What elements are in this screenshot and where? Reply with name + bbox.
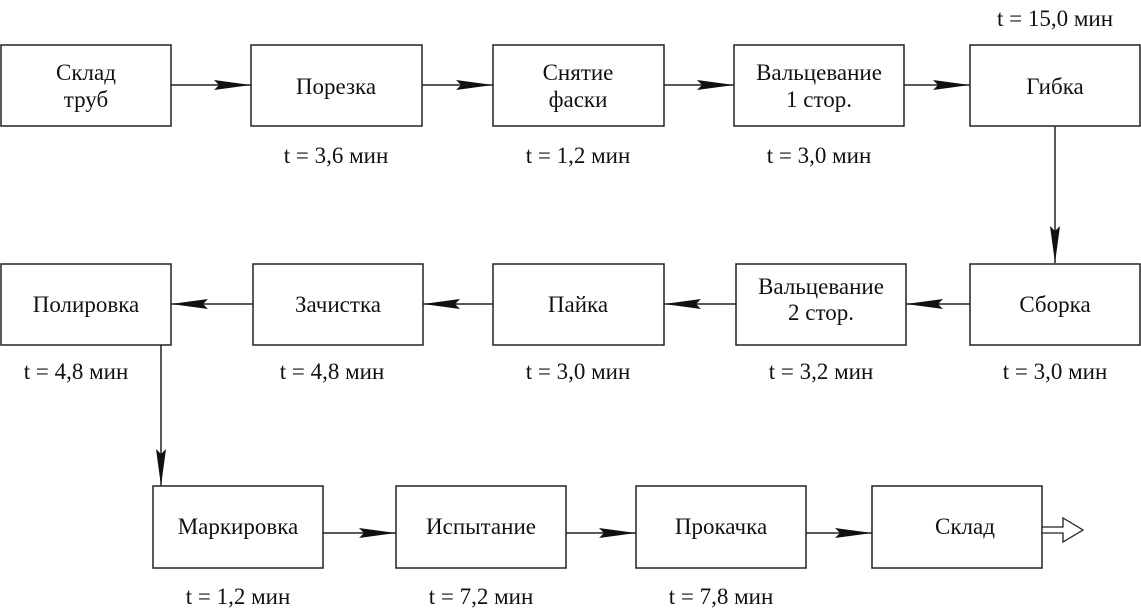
- arrow-down-icon: [1050, 126, 1060, 263]
- step-box-zachistka: [252, 263, 424, 346]
- step-label: Снятие: [543, 60, 614, 85]
- arrow-icon: [904, 80, 970, 90]
- step-box-valtsevanie-1: [733, 44, 905, 127]
- step-box-ispytanie: [395, 485, 567, 569]
- step-time: t = 3,6 мин: [284, 143, 389, 168]
- step-box-valtsevanie-2: [735, 263, 907, 346]
- arrow-icon: [323, 528, 396, 538]
- step-time: t = 3,0 мин: [1003, 359, 1108, 384]
- arrow-left-icon: [906, 299, 970, 309]
- step-label: Пайка: [548, 292, 608, 317]
- step-time: t = 3,2 мин: [769, 359, 874, 384]
- step-label: Вальцевание: [756, 60, 882, 85]
- step-box-markirovka: [152, 485, 324, 569]
- step-time: t = 7,8 мин: [669, 584, 774, 609]
- arrow-down-icon: [156, 345, 166, 486]
- step-label: Склад: [56, 60, 116, 85]
- arrow-left-icon: [664, 299, 736, 309]
- step-box-prokachka: [635, 485, 807, 569]
- step-label: Зачистка: [295, 292, 381, 317]
- step-time: t = 4,8 мин: [280, 359, 385, 384]
- step-box-sklad-trub: [0, 44, 172, 127]
- step-label: труб: [64, 87, 108, 112]
- arrow-icon: [422, 80, 493, 90]
- step-label: Сборка: [1019, 292, 1090, 317]
- step-time: t = 15,0 мин: [997, 6, 1113, 31]
- step-label: Склад: [935, 514, 995, 539]
- step-box-snyatie-faski: [492, 44, 665, 127]
- step-label: Гибка: [1026, 74, 1083, 99]
- step-label: 1 стор.: [786, 87, 852, 112]
- output-hollow-arrow-icon: [1041, 516, 1085, 544]
- step-label: Вальцевание: [758, 274, 884, 299]
- step-label: Полировка: [33, 292, 140, 317]
- step-box-payka: [492, 263, 665, 346]
- step-box-sborka: [969, 263, 1141, 346]
- step-time: t = 7,2 мин: [429, 584, 534, 609]
- arrow-icon: [806, 528, 872, 538]
- step-box-porezka: [250, 44, 423, 127]
- step-time: t = 1,2 мин: [526, 143, 631, 168]
- step-label: Испытание: [426, 514, 536, 539]
- step-label: фаски: [549, 87, 608, 112]
- step-time: t = 3,0 мин: [526, 359, 631, 384]
- step-time: t = 4,8 мин: [24, 359, 129, 384]
- step-label: Прокачка: [675, 514, 767, 539]
- step-box-sklad: [871, 485, 1043, 569]
- step-time: t = 3,0 мин: [767, 143, 872, 168]
- step-box-polirovka: [0, 263, 172, 346]
- arrow-left-icon: [423, 299, 493, 309]
- arrow-icon: [664, 80, 734, 90]
- step-label: 2 стор.: [788, 300, 854, 325]
- arrow-icon: [566, 528, 636, 538]
- arrow-left-icon: [171, 299, 253, 309]
- step-box-gibka: [969, 44, 1141, 127]
- arrow-icon: [171, 80, 251, 90]
- step-label: Маркировка: [178, 514, 299, 539]
- step-label: Порезка: [296, 74, 376, 99]
- step-time: t = 1,2 мин: [186, 584, 291, 609]
